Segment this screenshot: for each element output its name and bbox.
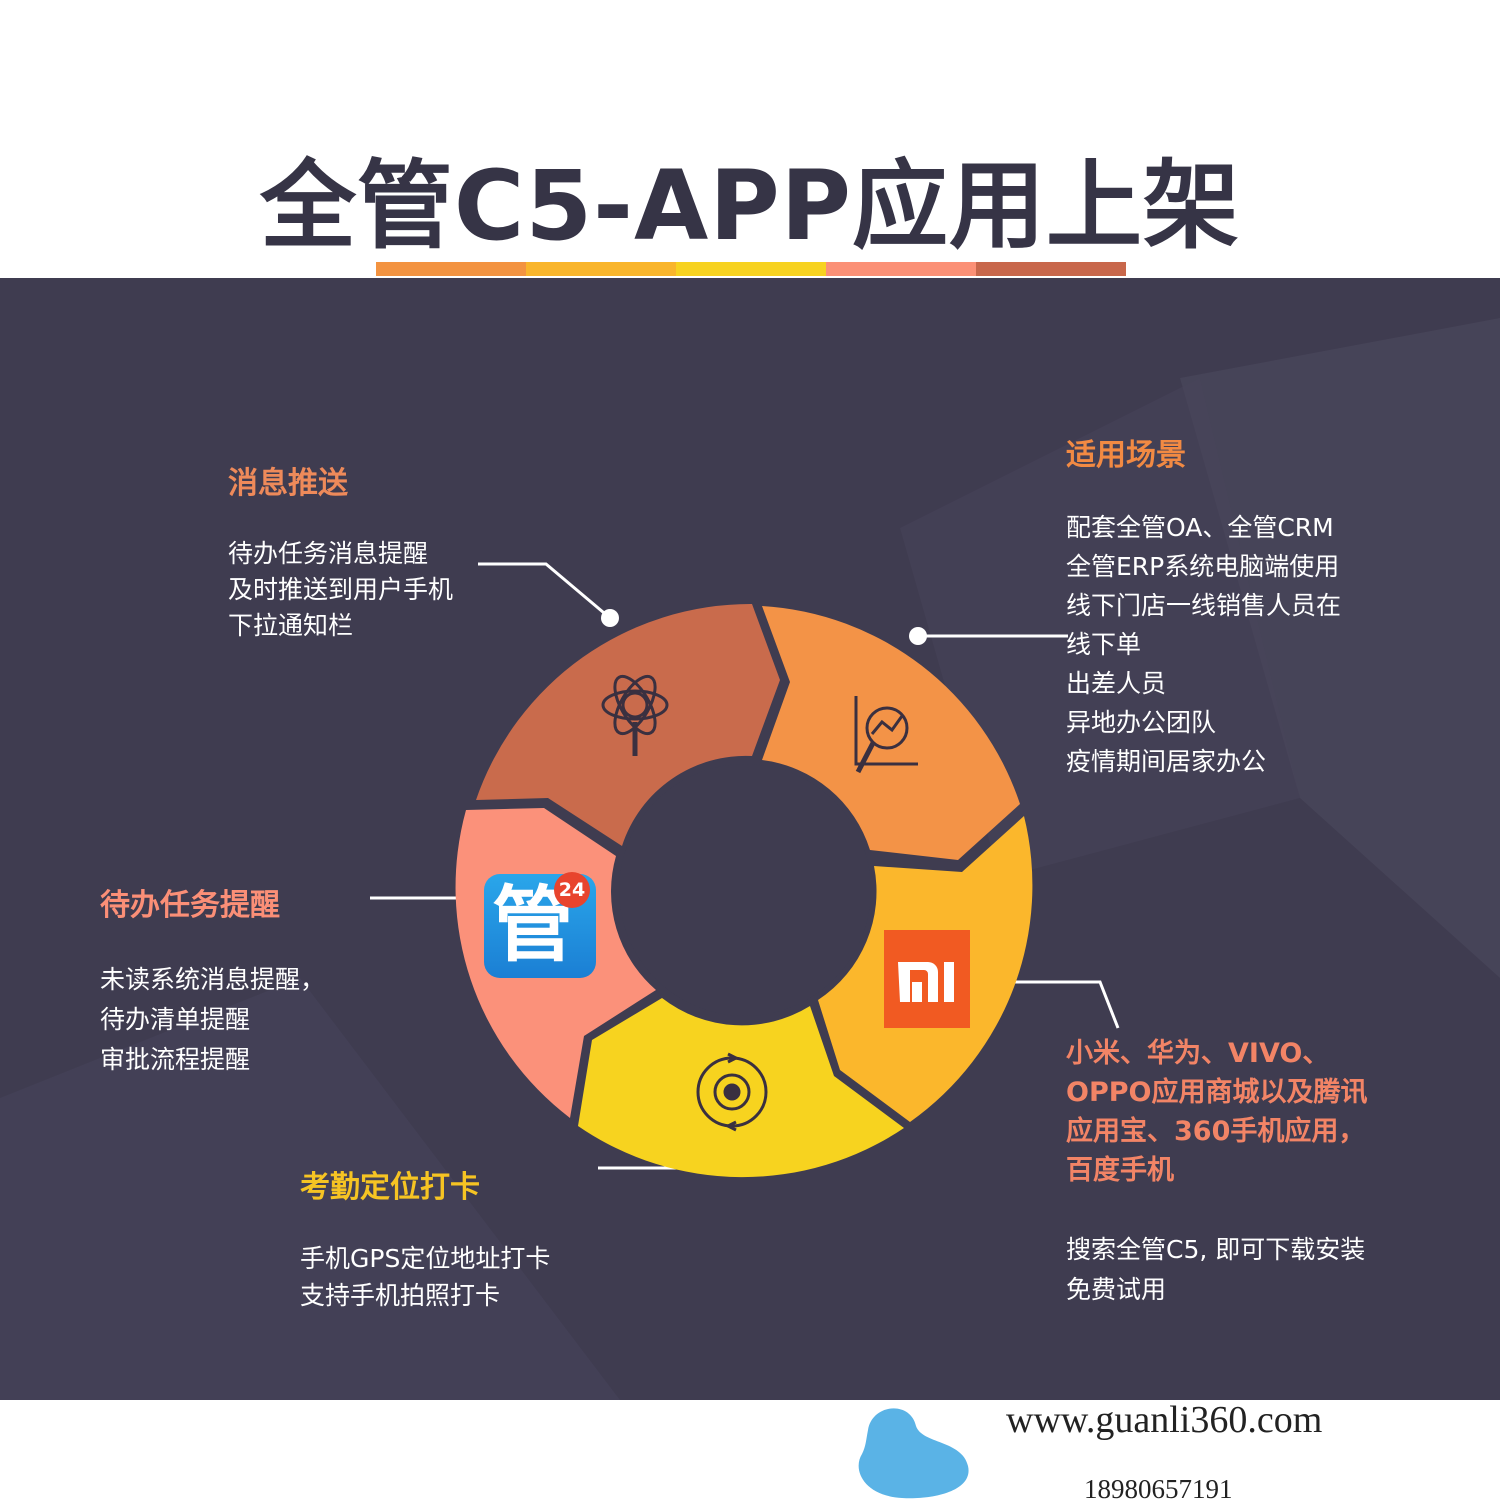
stripe-1 (376, 262, 526, 276)
scenario-heading: 适用场景 (1066, 438, 1186, 473)
todo-line: 待办清单提醒 (100, 1005, 251, 1034)
attendance-line: 支持手机拍照打卡 (300, 1281, 501, 1310)
push-line: 及时推送到用户手机 (228, 575, 454, 604)
attendance-line: 手机GPS定位地址打卡 (300, 1244, 551, 1273)
attendance-heading: 考勤定位打卡 (300, 1170, 480, 1205)
app-icon-badge: 24 (554, 872, 590, 908)
scenario-description: 配套全管OA、全管CRM 全管ERP系统电脑端使用 线下门店一线销售人员在 线下… (1066, 508, 1341, 781)
chart-magnifier-icon (854, 696, 918, 774)
scenario-line: 线下门店一线销售人员在 (1066, 591, 1342, 620)
blue-blob-logo (858, 1408, 969, 1499)
stripe-4 (826, 262, 976, 276)
stores-heading-line: OPPO应用商城以及腾讯 (1066, 1077, 1368, 1108)
push-line: 待办任务消息提醒 (228, 539, 429, 568)
footer-url[interactable]: www.guanli360.com (1006, 1399, 1323, 1441)
stripe-3 (676, 262, 826, 276)
scenario-line: 配套全管OA、全管CRM (1066, 513, 1334, 542)
scenario-line: 全管ERP系统电脑端使用 (1066, 552, 1340, 581)
todo-line: 未读系统消息提醒， (100, 965, 326, 994)
stores-line: 免费试用 (1066, 1275, 1167, 1304)
todo-line: 审批流程提醒 (100, 1045, 251, 1074)
scenario-line: 异地办公团队 (1066, 708, 1217, 737)
segment-top-left (476, 603, 780, 846)
stores-heading-line: 百度手机 (1066, 1155, 1174, 1186)
scenario-line: 线下单 (1066, 630, 1142, 659)
todo-description: 未读系统消息提醒， 待办清单提醒 审批流程提醒 (100, 960, 325, 1080)
atom-magnifier-icon (601, 674, 669, 756)
footer-phone: 18980657191 (1084, 1474, 1233, 1504)
stores-heading-line: 小米、华为、VIVO、 (1066, 1038, 1330, 1069)
connector-dot-push (601, 609, 619, 627)
stripe-5 (976, 262, 1126, 276)
connector-stores (990, 980, 1120, 1029)
scenario-line: 出差人员 (1066, 669, 1167, 698)
stripe-2 (526, 262, 676, 276)
push-heading: 消息推送 (228, 466, 348, 501)
mi-logo-icon (884, 930, 970, 1028)
donut-center (619, 764, 871, 1016)
connector-dot-scenario (909, 627, 927, 645)
stores-line: 搜索全管C5, 即可下载安装 (1066, 1235, 1366, 1264)
stores-heading: 小米、华为、VIVO、 OPPO应用商城以及腾讯 应用宝、360手机应用， 百度… (1066, 1034, 1367, 1190)
segment-bottom (578, 998, 904, 1178)
gear-refresh-icon (696, 1052, 768, 1132)
segment-top-right (762, 606, 1020, 860)
connector-push (478, 562, 611, 620)
stores-description: 搜索全管C5, 即可下载安装 免费试用 (1066, 1230, 1365, 1310)
attendance-description: 手机GPS定位地址打卡 支持手机拍照打卡 (300, 1240, 550, 1314)
panel-background-shapes (0, 318, 1500, 1400)
todo-heading: 待办任务提醒 (100, 888, 280, 923)
page-title: 全管C5-APP应用上架 (259, 150, 1241, 262)
push-description: 待办任务消息提醒 及时推送到用户手机 下拉通知栏 (228, 536, 453, 644)
stores-heading-line: 应用宝、360手机应用， (1066, 1116, 1366, 1147)
guanli-app-icon: 管 24 (484, 872, 596, 978)
scenario-line: 疫情期间居家办公 (1066, 747, 1267, 776)
push-line: 下拉通知栏 (228, 611, 354, 640)
